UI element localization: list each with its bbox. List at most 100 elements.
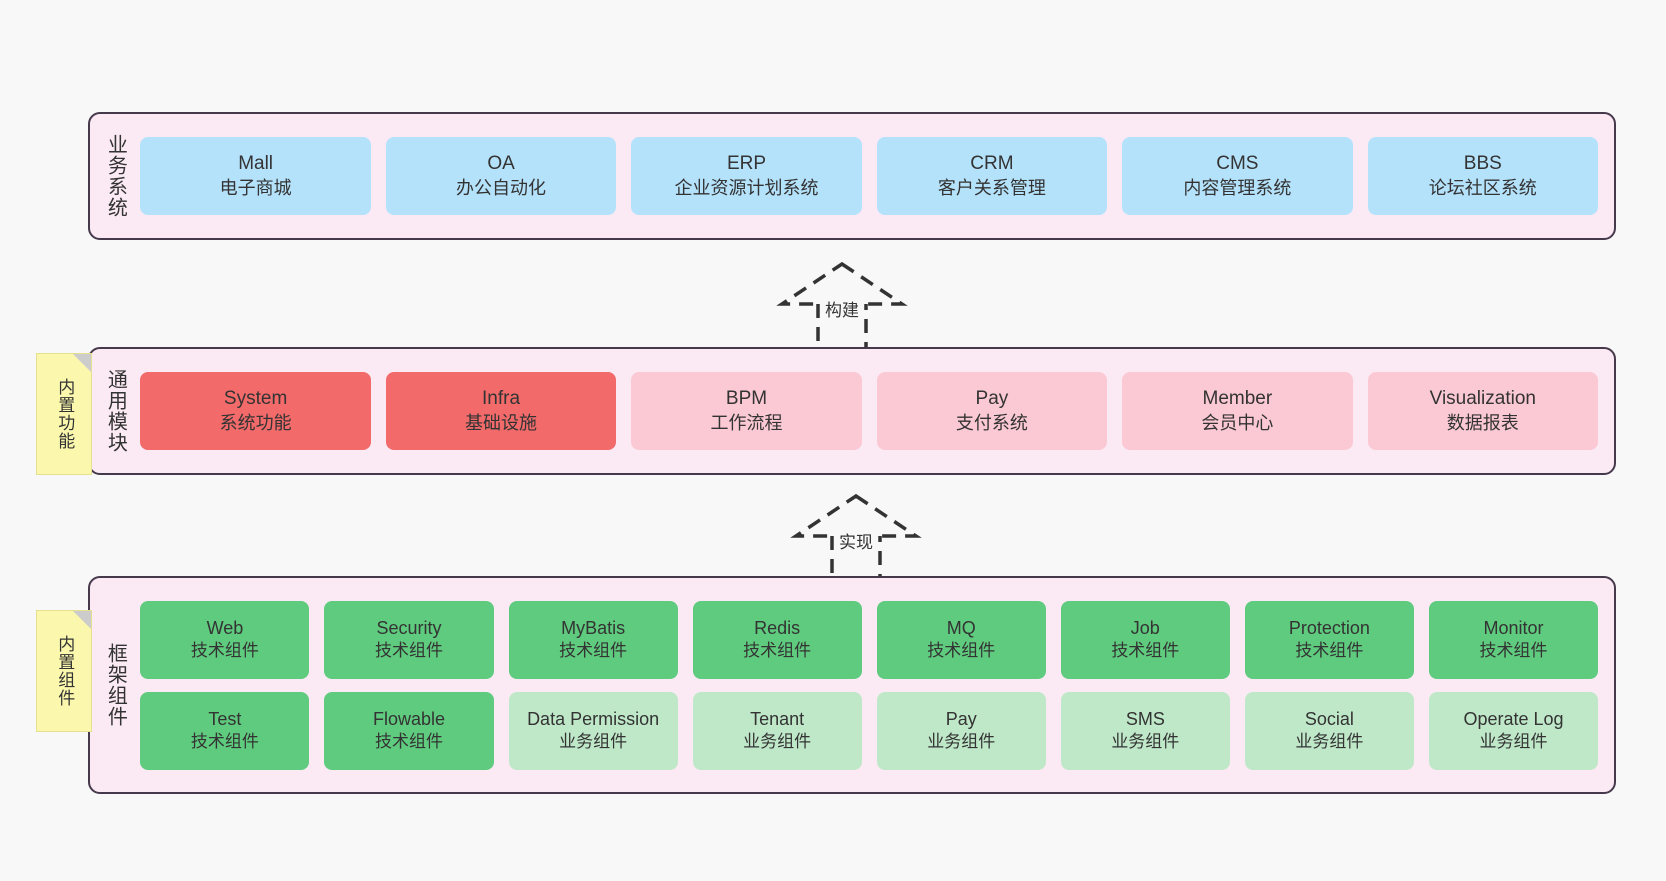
card-title: Pay <box>945 709 977 730</box>
card-security[interactable]: Security 技术组件 <box>324 600 494 679</box>
card-member[interactable]: Member 会员中心 <box>1122 372 1353 450</box>
card-bbs[interactable]: BBS 论坛社区系统 <box>1367 137 1599 215</box>
card-subtitle: 数据报表 <box>1446 412 1519 433</box>
card-pay[interactable]: Pay 支付系统 <box>876 372 1108 450</box>
card-subtitle: 技术组件 <box>375 732 443 752</box>
card-subtitle: 企业资源计划系统 <box>674 177 819 198</box>
layer-title-business-system: 业务系统 <box>104 134 127 218</box>
connector-realize: 实现 <box>776 490 936 590</box>
card-subtitle: 论坛社区系统 <box>1428 177 1537 198</box>
layer-cards-framework-component: Web 技术组件 Security 技术组件 MyBatis 技术组件 Redi… <box>134 600 1614 770</box>
card-title: Security <box>376 618 442 639</box>
card-title: SMS <box>1125 709 1165 730</box>
card-operate-log[interactable]: Operate Log 业务组件 <box>1428 691 1599 770</box>
card-subtitle: 会员中心 <box>1201 412 1274 433</box>
card-protection[interactable]: Protection 技术组件 <box>1244 600 1414 679</box>
card-title: MQ <box>946 618 976 639</box>
note-fold-corner-icon <box>73 611 91 629</box>
card-title: Web <box>206 618 244 639</box>
card-title: System <box>223 388 288 410</box>
card-social[interactable]: Social 业务组件 <box>1244 691 1414 770</box>
card-subtitle: 电子商城 <box>219 177 292 198</box>
card-title: Visualization <box>1429 388 1536 410</box>
card-monitor[interactable]: Monitor 技术组件 <box>1428 600 1599 679</box>
card-subtitle: 技术组件 <box>190 641 259 661</box>
card-row: System 系统功能 Infra 基础设施 BPM 工作流程 Pay 支付系统… <box>140 372 1599 450</box>
card-oa[interactable]: OA 办公自动化 <box>385 137 617 215</box>
card-cms[interactable]: CMS 内容管理系统 <box>1122 137 1353 215</box>
card-subtitle: 技术组件 <box>375 641 443 661</box>
card-subtitle: 技术组件 <box>1295 641 1364 661</box>
card-subtitle: 业务组件 <box>927 732 996 752</box>
card-data-permission[interactable]: Data Permission 业务组件 <box>508 691 678 770</box>
card-title: Flowable <box>372 709 446 730</box>
card-subtitle: 技术组件 <box>927 641 996 661</box>
card-title: Social <box>1304 709 1354 730</box>
card-title: MyBatis <box>561 618 626 639</box>
card-tenant[interactable]: Tenant 业务组件 <box>692 691 862 770</box>
layer-business-system: 业务系统 Mall 电子商城 OA 办公自动化 ERP 企业资源计划系统 CRM… <box>88 112 1616 240</box>
card-title: Pay <box>975 388 1009 410</box>
card-title: BPM <box>725 388 768 410</box>
card-redis[interactable]: Redis 技术组件 <box>692 600 862 679</box>
card-subtitle: 技术组件 <box>1479 641 1548 661</box>
card-test[interactable]: Test 技术组件 <box>140 691 310 770</box>
card-sms[interactable]: SMS 业务组件 <box>1060 691 1230 770</box>
card-title: ERP <box>726 153 767 175</box>
card-title: Operate Log <box>1463 709 1564 730</box>
card-subtitle: 技术组件 <box>190 732 259 752</box>
card-title: Protection <box>1288 618 1370 639</box>
card-subtitle: 系统功能 <box>219 412 292 433</box>
note-label: 内置功能 <box>55 378 75 450</box>
card-mall[interactable]: Mall 电子商城 <box>140 137 371 215</box>
layer-cards-business-system: Mall 电子商城 OA 办公自动化 ERP 企业资源计划系统 CRM 客户关系… <box>134 137 1614 215</box>
card-subtitle: 业务组件 <box>743 732 812 752</box>
note-built-in-components: 内置组件 <box>36 610 92 732</box>
card-title: OA <box>487 153 515 175</box>
card-job[interactable]: Job 技术组件 <box>1060 600 1230 679</box>
card-infra[interactable]: Infra 基础设施 <box>385 372 617 450</box>
layer-common-module: 通用模块 System 系统功能 Infra 基础设施 BPM 工作流程 Pay… <box>88 347 1616 475</box>
layer-framework-component: 框架组件 Web 技术组件 Security 技术组件 MyBatis 技术组件… <box>88 576 1616 794</box>
card-subtitle: 工作流程 <box>710 412 783 433</box>
card-title: Infra <box>482 388 521 410</box>
card-row: Test 技术组件 Flowable 技术组件 Data Permission … <box>140 691 1599 770</box>
card-title: Test <box>208 709 242 730</box>
card-title: Member <box>1202 388 1273 410</box>
card-subtitle: 技术组件 <box>1111 641 1180 661</box>
card-flowable[interactable]: Flowable 技术组件 <box>324 691 494 770</box>
card-visualization[interactable]: Visualization 数据报表 <box>1367 372 1599 450</box>
card-title: CMS <box>1216 153 1259 175</box>
card-crm[interactable]: CRM 客户关系管理 <box>876 137 1108 215</box>
card-pay-business[interactable]: Pay 业务组件 <box>876 691 1046 770</box>
card-title: Data Permission <box>527 709 660 730</box>
card-mq[interactable]: MQ 技术组件 <box>876 600 1046 679</box>
card-row: Web 技术组件 Security 技术组件 MyBatis 技术组件 Redi… <box>140 600 1599 679</box>
card-row: Mall 电子商城 OA 办公自动化 ERP 企业资源计划系统 CRM 客户关系… <box>140 137 1599 215</box>
card-erp[interactable]: ERP 企业资源计划系统 <box>631 137 862 215</box>
note-fold-corner-icon <box>73 354 91 372</box>
card-web[interactable]: Web 技术组件 <box>140 600 310 679</box>
card-subtitle: 内容管理系统 <box>1183 177 1292 198</box>
note-built-in-functions: 内置功能 <box>36 353 92 475</box>
card-subtitle: 办公自动化 <box>456 177 547 198</box>
layer-cards-common-module: System 系统功能 Infra 基础设施 BPM 工作流程 Pay 支付系统… <box>134 372 1614 450</box>
card-subtitle: 业务组件 <box>1479 732 1548 752</box>
card-subtitle: 业务组件 <box>1111 732 1180 752</box>
card-mybatis[interactable]: MyBatis 技术组件 <box>508 600 678 679</box>
card-subtitle: 客户关系管理 <box>937 177 1046 198</box>
layer-title-framework-component: 框架组件 <box>104 643 127 727</box>
card-subtitle: 业务组件 <box>1295 732 1364 752</box>
card-subtitle: 技术组件 <box>559 641 628 661</box>
card-title: BBS <box>1463 153 1502 175</box>
layer-title-common-module: 通用模块 <box>104 369 127 453</box>
connector-label-build: 构建 <box>822 296 862 321</box>
card-title: Mall <box>238 153 274 175</box>
card-title: Tenant <box>750 709 805 730</box>
card-subtitle: 技术组件 <box>743 641 812 661</box>
card-system[interactable]: System 系统功能 <box>140 372 371 450</box>
card-title: Job <box>1130 618 1160 639</box>
card-title: CRM <box>970 153 1014 175</box>
note-label: 内置组件 <box>55 635 75 707</box>
card-bpm[interactable]: BPM 工作流程 <box>631 372 862 450</box>
